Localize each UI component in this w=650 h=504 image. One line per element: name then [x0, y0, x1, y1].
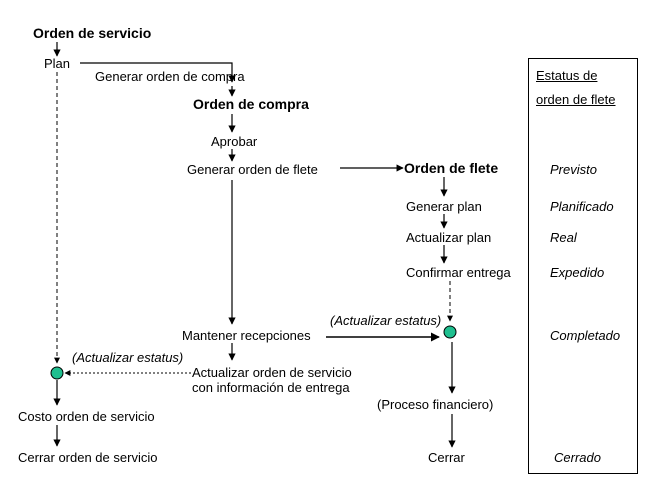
status-header-line2: orden de flete	[536, 92, 616, 107]
label-orden-compra: Orden de compra	[193, 96, 309, 112]
status-header-line1: Estatus de	[536, 68, 598, 83]
status-item-previsto: Previsto	[550, 162, 597, 177]
label-proceso-financiero: (Proceso financiero)	[377, 397, 494, 412]
line-plan-to-compra	[80, 62, 236, 83]
label-actualizar-plan: Actualizar plan	[406, 230, 492, 245]
label-actualizar-orden-line1: Actualizar orden de servicio	[192, 365, 352, 380]
event-node-left	[50, 366, 64, 380]
status-item-expedido: Expedido	[550, 265, 605, 280]
label-orden-flete: Orden de flete	[404, 160, 499, 176]
status-item-cerrado: Cerrado	[554, 450, 601, 465]
label-confirmar-entrega: Confirmar entrega	[406, 265, 511, 280]
status-item-completado: Completado	[550, 328, 621, 343]
label-plan: Plan	[44, 56, 71, 71]
label-generar-plan: Generar plan	[406, 199, 482, 214]
label-aprobar: Aprobar	[211, 134, 258, 149]
label-orden-servicio: Orden de servicio	[33, 25, 152, 41]
label-actualizar-estatus-left: (Actualizar estatus)	[72, 350, 184, 365]
status-item-planificado: Planificado	[550, 199, 614, 214]
label-actualizar-estatus-right: (Actualizar estatus)	[330, 313, 442, 328]
label-generar-orden-flete: Generar orden de flete	[187, 162, 318, 177]
label-costo-orden: Costo orden de servicio	[18, 409, 155, 424]
label-mantener-recepciones: Mantener recepciones	[182, 328, 311, 343]
event-node-right	[443, 325, 457, 339]
label-generar-orden-compra: Generar orden de compra	[95, 69, 245, 84]
status-panel	[528, 58, 638, 474]
status-item-real: Real	[550, 230, 577, 245]
label-cerrar-orden: Cerrar orden de servicio	[18, 450, 158, 465]
label-cerrar: Cerrar	[428, 450, 465, 465]
label-actualizar-orden-line2: con información de entrega	[192, 380, 350, 395]
